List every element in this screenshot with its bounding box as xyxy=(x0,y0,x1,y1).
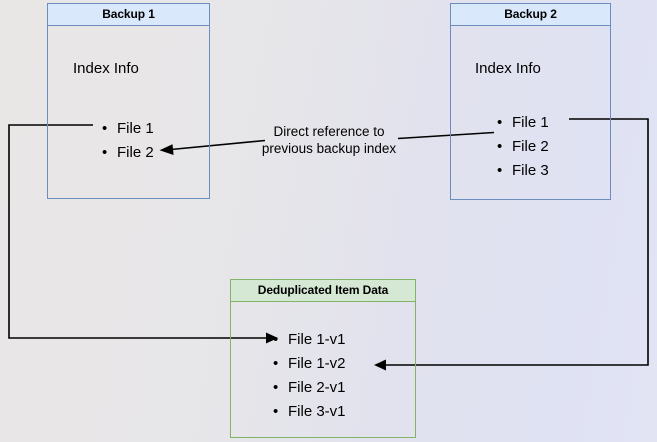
list-item: File 3-v1 xyxy=(273,400,346,424)
node-backup-1[interactable]: Backup 1 Index Info File 1 File 2 xyxy=(47,3,210,199)
list-item: File 1 xyxy=(497,111,549,135)
node-deduplicated-item-data[interactable]: Deduplicated Item Data File 1-v1 File 1-… xyxy=(230,279,416,438)
list-item: File 2 xyxy=(497,135,549,159)
node-backup-1-body: Index Info File 1 File 2 xyxy=(48,26,209,198)
edge-label-direct-reference: Direct reference to previous backup inde… xyxy=(261,124,397,156)
list-item: File 1 xyxy=(102,117,154,141)
node-deduplicated-item-data-body: File 1-v1 File 1-v2 File 2-v1 File 3-v1 xyxy=(231,302,415,437)
node-backup-2-body: Index Info File 1 File 2 File 3 xyxy=(451,26,610,199)
backup-1-index-info-label: Index Info xyxy=(73,60,139,77)
node-backup-2[interactable]: Backup 2 Index Info File 1 File 2 File 3 xyxy=(450,3,611,200)
backup-2-index-info-label: Index Info xyxy=(475,60,541,77)
node-backup-1-title: Backup 1 xyxy=(48,4,209,26)
dedup-file-list: File 1-v1 File 1-v2 File 2-v1 File 3-v1 xyxy=(273,328,346,424)
list-item: File 1-v1 xyxy=(273,328,346,352)
backup-1-file-list: File 1 File 2 xyxy=(102,117,154,165)
node-backup-2-title: Backup 2 xyxy=(451,4,610,26)
list-item: File 2 xyxy=(102,141,154,165)
list-item: File 3 xyxy=(497,159,549,183)
list-item: File 1-v2 xyxy=(273,352,346,376)
node-deduplicated-item-data-title: Deduplicated Item Data xyxy=(231,280,415,302)
list-item: File 2-v1 xyxy=(273,376,346,400)
backup-2-file-list: File 1 File 2 File 3 xyxy=(497,111,549,183)
